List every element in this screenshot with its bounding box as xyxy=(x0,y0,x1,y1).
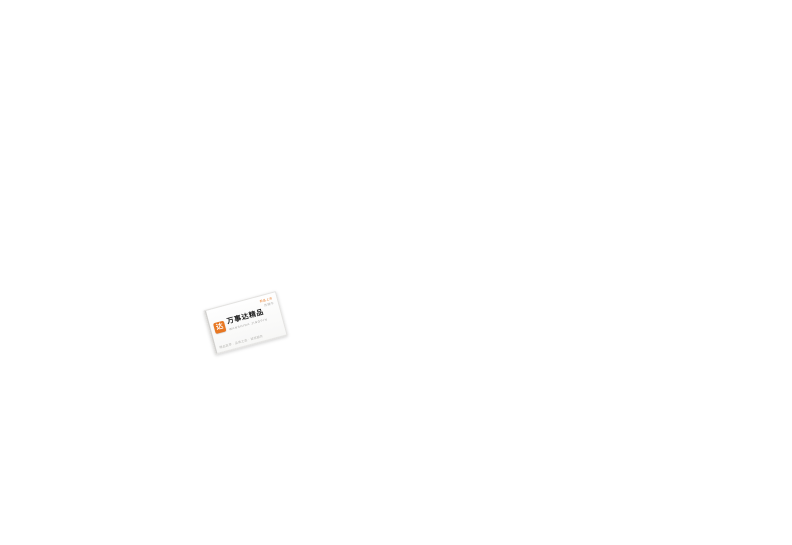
card-text-column: 万事达精品 WANSHIDA JINGPIN xyxy=(226,309,268,331)
brand-logo-icon: 达 xyxy=(212,320,227,334)
brand-logo-glyph: 达 xyxy=(215,323,225,332)
card-corner-note: 新品上市 热销中 xyxy=(259,296,274,308)
card-description: 精品荟萃 · 品质之选 · 诚信服务 xyxy=(218,333,264,350)
card-main-row: 达 万事达精品 WANSHIDA JINGPIN xyxy=(212,309,268,335)
product-card[interactable]: 新品上市 热销中 达 万事达精品 WANSHIDA JINGPIN 精品荟萃 ·… xyxy=(203,291,288,355)
